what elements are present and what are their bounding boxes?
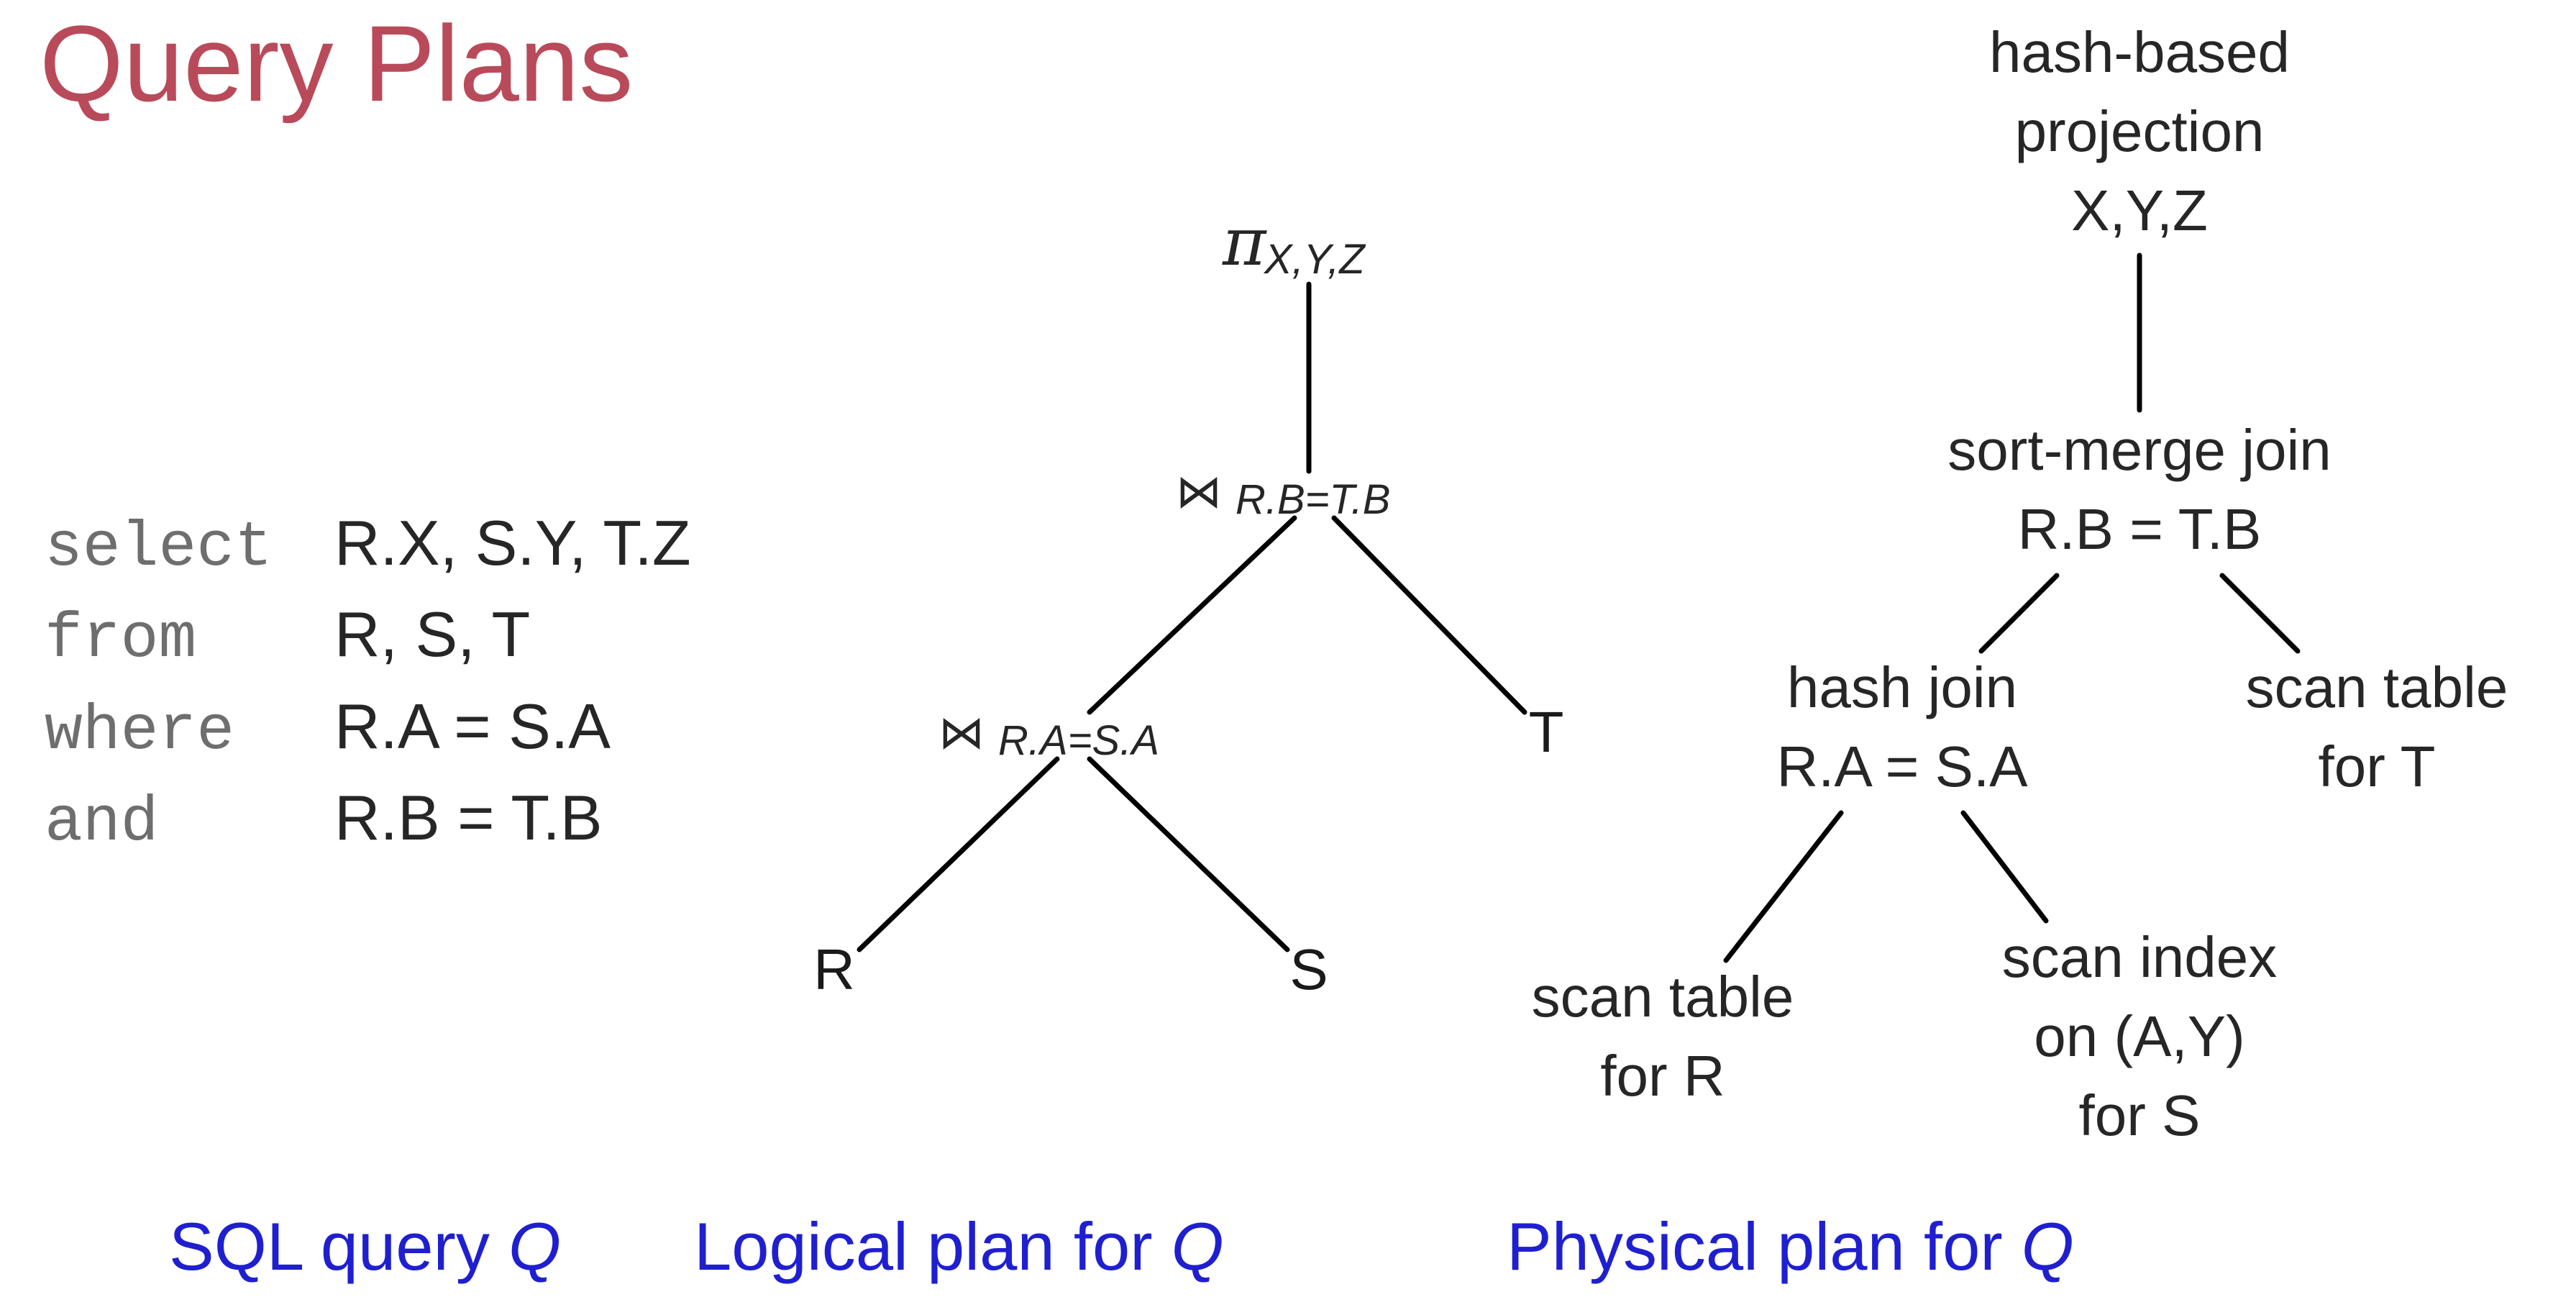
sql-where-clause: R.A = S.A <box>334 691 611 762</box>
logical-leaf-t: T <box>1529 700 1564 764</box>
sql-from-clause: R, S, T <box>334 599 530 670</box>
caption-sql-query: SQL query Q <box>169 1209 561 1284</box>
scan-index-s-line-1: scan index <box>2002 925 2277 989</box>
physical-plan-tree: hash-based projection X,Y,Z sort-merge j… <box>1532 20 2508 1147</box>
scan-table-r-line-1: scan table <box>1532 965 1794 1029</box>
join-symbol-icon: ⋈ <box>1176 465 1222 519</box>
logical-join-node-bottom: ⋈ R.A=S.A <box>938 706 1159 764</box>
scan-table-t-line-1: scan table <box>2246 655 2508 719</box>
logical-edge-join-t <box>1331 515 1527 715</box>
logical-plan-tree: π X,Y,Z ⋈ R.B=T.B ⋈ R.A=S.A T R S <box>813 204 1563 1001</box>
scan-table-r-line-2: for R <box>1600 1044 1725 1108</box>
physical-projection-line-2: projection <box>2015 99 2265 163</box>
projection-symbol: π <box>1222 204 1267 281</box>
sql-query: select R.X, S.Y, T.Z from R, S, T where … <box>45 507 691 859</box>
logical-leaf-s: S <box>1289 937 1328 1001</box>
caption-logical-text: Logical plan for <box>694 1209 1171 1284</box>
hash-join-condition: R.A = S.A <box>1776 734 2028 799</box>
slide-title: Query Plans <box>40 3 633 124</box>
physical-projection-line-3: X,Y,Z <box>2071 178 2208 242</box>
logical-projection-node: π X,Y,Z <box>1222 204 1366 283</box>
caption-logical-plan: Logical plan for Q <box>694 1209 1224 1284</box>
sql-select-clause: R.X, S.Y, T.Z <box>334 507 691 578</box>
scan-index-s-line-2: on (A,Y) <box>2034 1004 2244 1068</box>
caption-physical-var: Q <box>2022 1209 2074 1284</box>
projection-attributes: X,Y,Z <box>1263 236 1366 283</box>
join-condition-top: R.B=T.B <box>1236 476 1390 523</box>
scan-table-t-line-2: for T <box>2318 734 2435 799</box>
physical-edge-hash-scan-s <box>1960 810 2049 924</box>
logical-edge-join-join <box>1087 515 1297 715</box>
sql-keyword-and: and <box>45 788 158 859</box>
physical-edge-merge-hash <box>1978 573 2060 654</box>
hash-join-label: hash join <box>1787 655 2017 719</box>
sql-keyword-where: where <box>45 696 234 768</box>
caption-sql-text: SQL query <box>169 1209 508 1284</box>
scan-index-s-line-3: for S <box>2079 1083 2201 1147</box>
join-symbol-icon: ⋈ <box>938 706 985 760</box>
logical-edge-join-s <box>1087 756 1290 952</box>
caption-physical-text: Physical plan for <box>1507 1209 2022 1284</box>
sql-keyword-from: from <box>45 604 196 676</box>
join-condition-bottom: R.A=S.A <box>998 717 1159 764</box>
sort-merge-join-condition: R.B = T.B <box>2018 497 2262 561</box>
sort-merge-join-label: sort-merge join <box>1947 418 2331 482</box>
caption-sql-var: Q <box>508 1209 561 1284</box>
physical-projection-line-1: hash-based <box>1989 20 2290 84</box>
logical-join-node-top: ⋈ R.B=T.B <box>1176 465 1390 523</box>
caption-logical-var: Q <box>1171 1209 1224 1284</box>
logical-edge-join-r <box>857 756 1060 952</box>
logical-leaf-r: R <box>813 937 855 1001</box>
physical-edge-merge-scan-t <box>2219 573 2301 654</box>
sql-and-clause: R.B = T.B <box>334 782 603 853</box>
caption-physical-plan: Physical plan for Q <box>1507 1209 2074 1284</box>
sql-keyword-select: select <box>45 513 273 584</box>
physical-edge-hash-scan-r <box>1723 810 1844 963</box>
